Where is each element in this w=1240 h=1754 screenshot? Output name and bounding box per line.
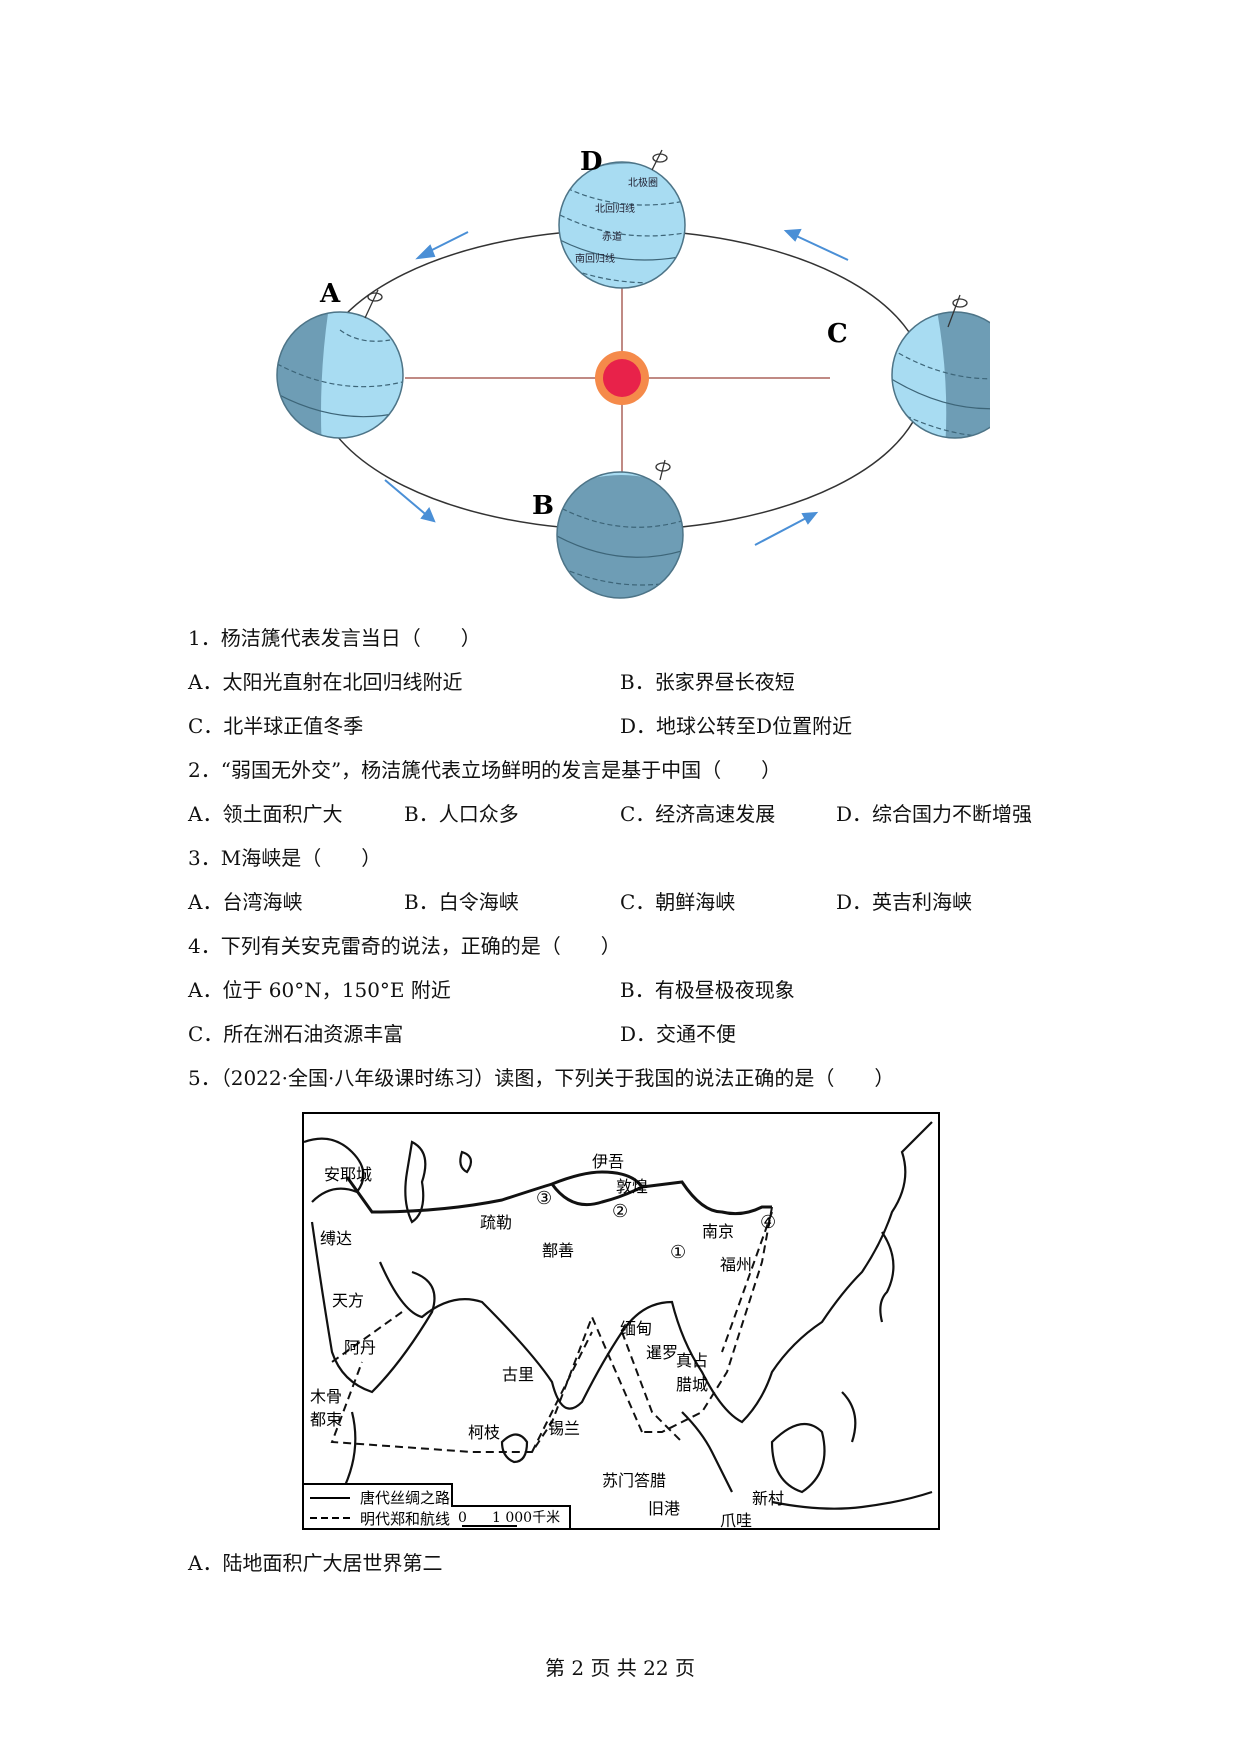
globe-d-labels: 北极圈 北回归线 赤道 南回归线 [575, 176, 658, 265]
question-1-stem: 1．杨洁篪代表发言当日（ ） [188, 626, 481, 650]
silk-road-map: 安耶城 伊吾 敦煌 疏勒 缚达 南京 鄯善 福州 天方 缅甸 暹罗 真占 阿丹 … [302, 1112, 940, 1530]
place-label: 真占 [676, 1351, 708, 1370]
marker-2: ② [612, 1201, 628, 1222]
place-label: 敦煌 [616, 1177, 648, 1196]
place-label: 伊吾 [592, 1152, 624, 1171]
place-label: 爪哇 [720, 1511, 752, 1530]
question-4-option-b[interactable]: B．有极昼极夜现象 [620, 978, 795, 1002]
place-label: 缅甸 [620, 1319, 652, 1338]
map-legend: 唐代丝绸之路 明代郑和航线 0 1 000千米 [302, 1483, 571, 1530]
position-label-d: D [580, 147, 603, 177]
marker-3: ③ [536, 1188, 552, 1209]
equator-label: 赤道 [602, 230, 622, 243]
question-1-option-b[interactable]: B．张家界昼长夜短 [620, 670, 795, 694]
place-label: 暹罗 [646, 1343, 678, 1362]
legend-silk-road: 唐代丝绸之路 [360, 1489, 450, 1507]
position-label-c: C [827, 319, 848, 349]
place-label: 南京 [702, 1222, 734, 1241]
place-label: 苏门答腊 [602, 1471, 666, 1490]
question-1-option-a[interactable]: A．太阳光直射在北回归线附近 [188, 670, 463, 694]
scale-zero: 0 [458, 1510, 467, 1526]
question-5-option-a[interactable]: A．陆地面积广大居世界第二 [188, 1551, 443, 1575]
sun-icon [603, 359, 641, 397]
question-2-option-a[interactable]: A．领土面积广大 [188, 802, 343, 826]
place-label: 天方 [332, 1291, 364, 1310]
question-2-option-b[interactable]: B．人口众多 [404, 802, 519, 826]
place-label: 古里 [502, 1365, 534, 1384]
question-2-option-d[interactable]: D．综合国力不断增强 [836, 802, 1033, 826]
question-4-option-d[interactable]: D．交通不便 [620, 1022, 737, 1046]
question-4-stem: 4．下列有关安克雷奇的说法，正确的是（ ） [188, 934, 621, 958]
marker-4: ④ [760, 1212, 776, 1233]
place-label: 福州 [720, 1255, 752, 1274]
question-5-stem: 5．（2022·全国·八年级课时练习）读图，下列关于我国的说法正确的是（ ） [188, 1066, 895, 1090]
question-1-option-d[interactable]: D．地球公转至D位置附近 [620, 714, 853, 738]
tang-silk-road [345, 1170, 772, 1216]
question-2-stem: 2．“弱国无外交”，杨洁篪代表立场鲜明的发言是基于中国（ ） [188, 758, 782, 782]
question-3-option-c[interactable]: C．朝鲜海峡 [620, 890, 736, 914]
place-label: 疏勒 [480, 1213, 512, 1232]
zheng-he-route [330, 1206, 773, 1453]
page-footer: 第 2 页 共 22 页 [545, 1656, 695, 1680]
globe-a [277, 312, 403, 438]
arctic-circle-label: 北极圈 [628, 176, 658, 189]
place-label: 缚达 [320, 1229, 352, 1248]
question-2-option-c[interactable]: C．经济高速发展 [620, 802, 776, 826]
place-label: 锡兰 [548, 1419, 580, 1438]
place-label: 旧港 [648, 1499, 680, 1518]
place-label: 阿丹 [344, 1338, 376, 1357]
place-label: 柯枝 [468, 1423, 500, 1442]
marker-1: ① [670, 1242, 686, 1263]
position-label-b: B [532, 491, 554, 521]
tropic-of-capricorn-label: 南回归线 [575, 252, 615, 265]
position-label-a: A [319, 279, 341, 309]
question-4-option-a[interactable]: A．位于 60°N，150°E 附近 [188, 978, 451, 1002]
rotation-axis-icon [364, 149, 968, 481]
place-label: 新村 [752, 1489, 784, 1508]
globe-b [557, 472, 683, 598]
scale-distance: 1 000千米 [492, 1510, 560, 1526]
question-3-option-b[interactable]: B．白令海峡 [404, 890, 519, 914]
place-label: 腊城 [676, 1375, 708, 1394]
earth-revolution-diagram: 北极圈 北回归线 赤道 南回归线 D A C B [276, 147, 990, 599]
direction-arrow-icon [384, 228, 849, 546]
tropic-of-cancer-label: 北回归线 [595, 202, 635, 215]
place-label: 都束 [310, 1410, 342, 1429]
legend-zheng-he: 明代郑和航线 [360, 1510, 450, 1528]
place-label: 鄯善 [542, 1241, 574, 1260]
question-3-option-a[interactable]: A．台湾海峡 [188, 890, 303, 914]
place-label: 木骨 [310, 1387, 342, 1406]
globe-d [559, 162, 685, 288]
question-1-option-c[interactable]: C．北半球正值冬季 [188, 714, 364, 738]
question-3-stem: 3．M海峡是（ ） [188, 846, 382, 870]
place-label: 安耶城 [324, 1165, 372, 1184]
question-4-option-c[interactable]: C．所在洲石油资源丰富 [188, 1022, 404, 1046]
question-3-option-d[interactable]: D．英吉利海峡 [836, 890, 973, 914]
